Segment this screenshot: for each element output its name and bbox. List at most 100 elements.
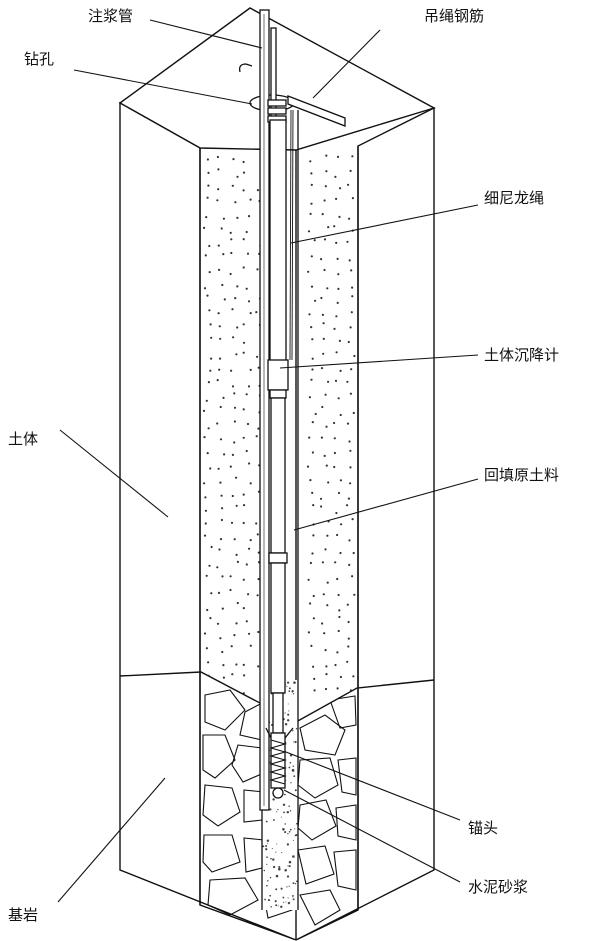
soil-dot [219,337,222,340]
mortar-speckle [293,741,295,743]
soil-dot [231,308,234,311]
label-backfill: 回填原土料 [484,466,559,484]
soil-dot [246,422,250,426]
leader-nylon-rope [290,204,479,244]
mortar-speckle [293,775,296,778]
soil-dot [249,482,252,485]
label-bedrock: 基岩 [8,906,38,924]
soil-dot [321,313,324,316]
soil-dot [230,645,233,648]
mortar-speckle [289,761,292,764]
mortar-speckle [289,810,292,812]
soil-dot [311,338,314,341]
soil-dot [347,340,350,344]
soil-dot [313,239,316,242]
soil-dot [233,634,236,637]
mortar-speckle [288,766,291,769]
mortar-speckle [286,875,290,878]
soil-dot [216,422,219,425]
mortar-speckle [292,898,295,901]
soil-dot [209,467,212,470]
soil-dot [230,369,233,372]
soil-dot [312,504,315,507]
soil-dot [324,687,328,691]
soil-dot [210,336,213,339]
mortar-speckle [263,869,266,872]
soil-dot [256,533,259,536]
soil-dot [229,465,232,468]
soil-dot [235,476,238,479]
soil-dot [336,257,339,260]
soil-dot [205,574,208,577]
soil-dot [350,311,353,314]
soil-dot [347,637,350,640]
mortar-speckle [262,845,265,848]
mortar-speckle [288,687,291,690]
soil-dot [233,392,236,395]
soil-dot [257,665,260,668]
soil-dot [335,241,338,244]
soil-dot [229,231,232,234]
soil-dot [335,511,338,515]
soil-dot [216,155,219,159]
soil-dot [326,581,329,584]
soil-dot [323,454,326,457]
soil-dot [321,213,324,216]
soil-dot [220,518,223,522]
soil-dot [325,665,328,668]
soil-dot [217,312,220,315]
soil-dot [312,665,315,668]
mortar-speckle [293,681,296,684]
soil-dot [334,561,337,564]
soil-dot [334,175,337,178]
soil-dot [349,449,352,452]
soil-dot [235,622,238,625]
soil-dot [255,435,258,438]
mortar-speckle [288,901,291,904]
label-soil: 土体 [8,430,38,448]
mortar-speckle [292,765,295,767]
soil-dot [351,575,354,578]
soil-dot [220,227,223,230]
mortar-speckle [280,816,282,818]
soil-dot [337,397,340,400]
mortar-speckle [294,828,296,830]
soil-dot [335,351,338,354]
soil-dot [325,154,328,157]
soil-dot [322,322,325,325]
soil-dot [230,251,233,255]
soil-dot [236,216,239,219]
mortar-speckle [275,888,278,891]
mortar-speckle [288,885,290,887]
soil-dot [218,325,221,328]
soil-dot [245,287,248,290]
soil-dot [257,427,260,430]
mortar-speckle [286,685,288,687]
leader-soil [59,429,169,518]
mortar-speckle [278,865,281,869]
soil-dot [242,578,245,581]
soil-dot [242,436,245,439]
soil-dot [349,466,352,469]
soil-dot [235,663,238,666]
soil-dot [310,326,313,329]
soil-dot [351,518,354,521]
soil-dot [324,185,327,188]
mortar-speckle [272,798,275,801]
mortar-speckle [292,729,294,732]
soil-dot [202,409,206,412]
soil-dot [349,169,352,172]
soil-dot [232,336,235,339]
soil-dot [313,689,316,692]
soil-dot [312,534,315,537]
mortar-speckle [287,832,289,835]
settlement-gauge-body [267,359,289,391]
soil-dot [242,341,246,344]
soil-dot [209,323,212,326]
mortar-speckle [282,828,285,831]
soil-dot [249,539,252,542]
soil-dot [210,357,213,360]
mortar-speckle [265,820,268,823]
soil-dot [243,674,246,677]
borehole-assembly [238,9,346,910]
